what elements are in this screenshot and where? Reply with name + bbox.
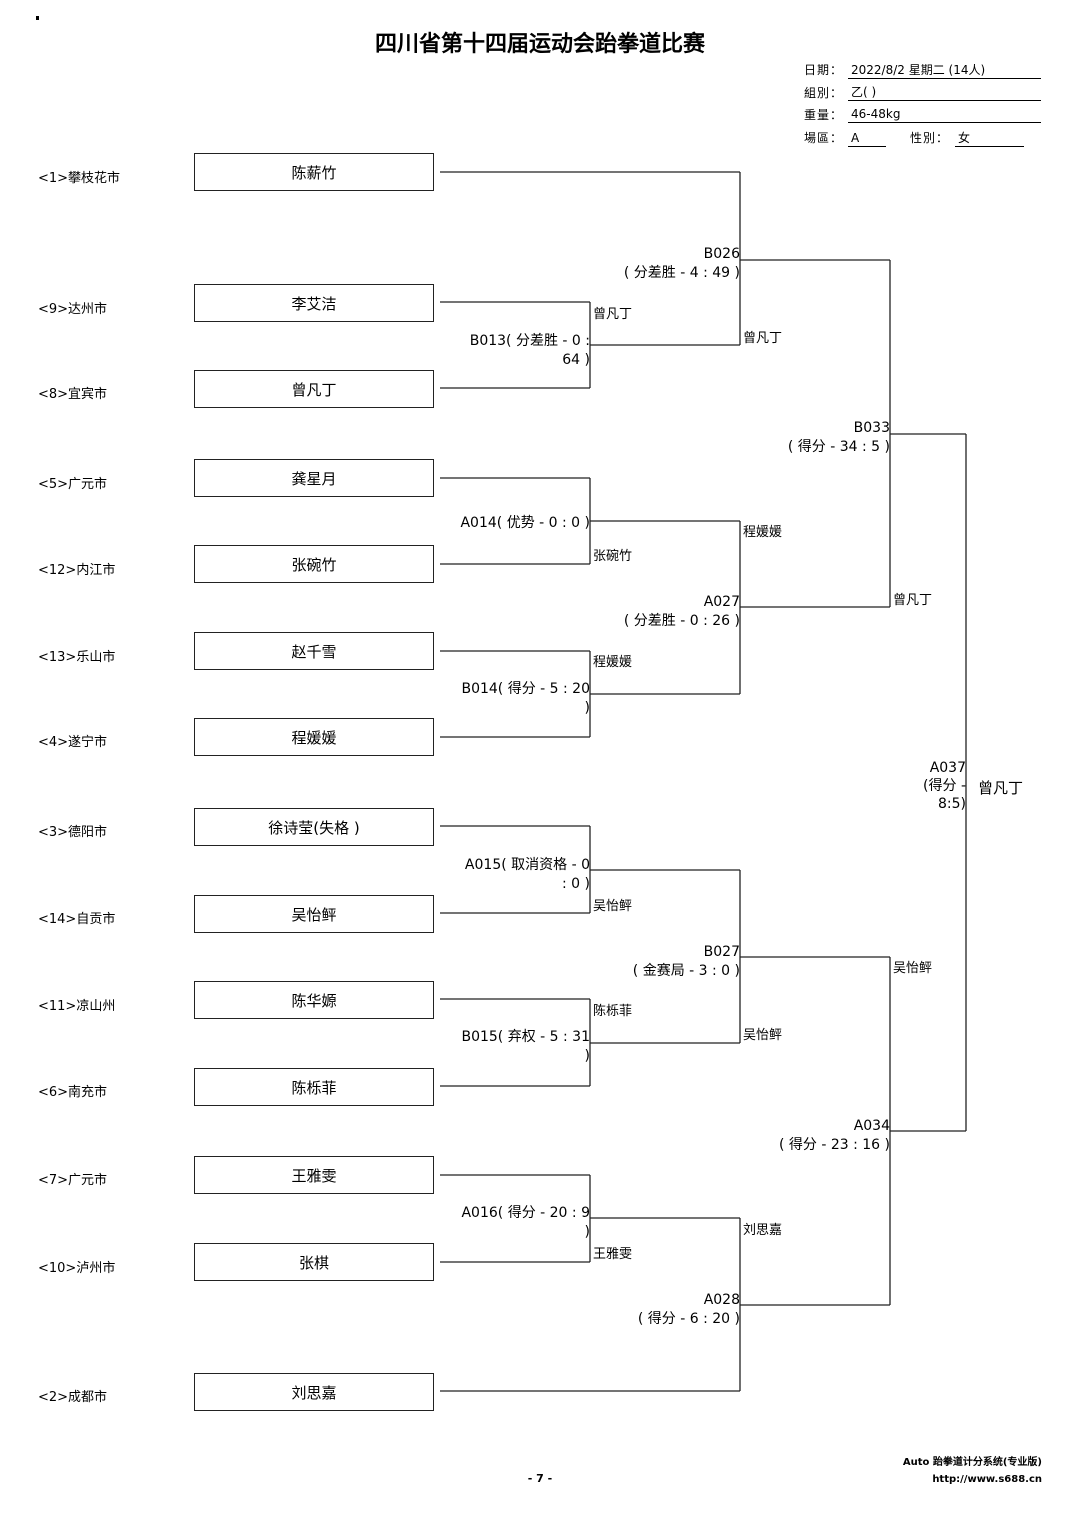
winner-a014: 张碗竹 <box>593 549 633 564</box>
entrant-name-box: 王雅雯 <box>194 1156 434 1194</box>
match-label-a034: A034( 得分 - 23 : 16 ) <box>778 1118 890 1153</box>
entrant-name-box: 陈薪竹 <box>194 153 434 191</box>
area-label: 場區： <box>804 131 844 145</box>
entrant-seed: <10>泸州市 <box>38 1261 116 1276</box>
entrant-seed: <7>广元市 <box>38 1173 108 1188</box>
entrant-name-box: 张棋 <box>194 1243 434 1281</box>
date-value: 2022/8/2 星期二 (14人) <box>848 62 1041 79</box>
gender-value: 女 <box>955 130 1024 147</box>
software-credit: Auto 跆拳道计分系统(专业版) <box>902 1457 1042 1468</box>
winner-b015: 陈栎菲 <box>593 1004 633 1019</box>
winner-a016: 王雅雯 <box>593 1247 633 1262</box>
entrant-seed: <6>南充市 <box>38 1085 108 1100</box>
entrant-name-box: 张碗竹 <box>194 545 434 583</box>
match-label-b033: B033( 得分 - 34 : 5 ) <box>787 420 890 455</box>
gender-label: 性別： <box>910 131 950 145</box>
match-label-a037: A037 (得分 - 8:5) <box>923 760 966 812</box>
entrant-name-box: 李艾洁 <box>194 284 434 322</box>
winner-a027: 程媛媛 <box>743 525 783 540</box>
date-label: 日期： <box>804 63 844 77</box>
match-label-b014: B014( 得分 - 5 : 20) <box>461 681 590 716</box>
group-value: 乙( ) <box>848 84 1041 101</box>
page-title: 四川省第十四届运动会跆拳道比赛 <box>374 32 705 57</box>
area-value: A <box>848 130 886 147</box>
winner-b014: 程媛媛 <box>593 655 633 670</box>
entrant-name-box: 陈华嫄 <box>194 981 434 1019</box>
group-label: 組別： <box>804 86 844 100</box>
entrant-name-box: 龚星月 <box>194 459 434 497</box>
corner-mark <box>36 16 39 20</box>
software-url: http://www.s688.cn <box>932 1474 1042 1485</box>
winner-b013: 曾凡丁 <box>593 307 633 322</box>
entrant-name-box: 吴怡鲆 <box>194 895 434 933</box>
entrant-seed: <14>自贡市 <box>38 912 116 927</box>
match-label-a014: A014( 优势 - 0 : 0 ) <box>460 515 590 531</box>
entrant-seed: <3>德阳市 <box>38 825 108 840</box>
winner-b033: 曾凡丁 <box>893 593 933 608</box>
entrant-name-box: 程媛媛 <box>194 718 434 756</box>
entrant-name-box: 刘思嘉 <box>194 1373 434 1411</box>
entrant-name-box: 赵千雪 <box>194 632 434 670</box>
match-label-a028: A028( 得分 - 6 : 20 ) <box>637 1292 740 1327</box>
champion-name: 曾凡丁 <box>978 779 1024 797</box>
entrant-name-box: 曾凡丁 <box>194 370 434 408</box>
winner-a034: 吴怡鲆 <box>893 961 933 976</box>
page-number: - 7 - <box>527 1472 553 1485</box>
entrant-seed: <4>遂宁市 <box>38 735 108 750</box>
match-label-a015: A015( 取消资格 - 0: 0 ) <box>464 857 590 892</box>
entrant-seed: <13>乐山市 <box>38 650 116 665</box>
match-label-b027: B027( 金赛局 - 3 : 0 ) <box>632 944 740 979</box>
entrant-seed: <11>凉山州 <box>38 999 116 1014</box>
match-label-a016: A016( 得分 - 20 : 9) <box>461 1205 590 1240</box>
match-label-b013: B013( 分差胜 - 0 :64 ) <box>469 333 590 368</box>
entrant-name-box: 陈栎菲 <box>194 1068 434 1106</box>
entrant-seed: <2>成都市 <box>38 1390 108 1405</box>
winner-a028: 刘思嘉 <box>743 1223 783 1238</box>
entrant-name-box: 徐诗莹(失格 ) <box>194 808 434 846</box>
winner-a015: 吴怡鲆 <box>593 899 633 914</box>
match-label-a027: A027( 分差胜 - 0 : 26 ) <box>623 594 740 629</box>
match-label-b015: B015( 弃权 - 5 : 31) <box>461 1029 590 1064</box>
winner-b027: 吴怡鲆 <box>743 1028 783 1043</box>
entrant-seed: <1>攀枝花市 <box>38 171 121 186</box>
match-label-b026: B026( 分差胜 - 4 : 49 ) <box>623 246 740 281</box>
entrant-seed: <8>宜宾市 <box>38 387 108 402</box>
entrant-seed: <5>广元市 <box>38 477 108 492</box>
entrant-seed: <12>内江市 <box>38 563 116 578</box>
weight-value: 46-48kg <box>848 106 1041 123</box>
winner-b026: 曾凡丁 <box>743 331 783 346</box>
weight-label: 重量： <box>804 108 844 122</box>
entrant-seed: <9>达州市 <box>38 302 108 317</box>
